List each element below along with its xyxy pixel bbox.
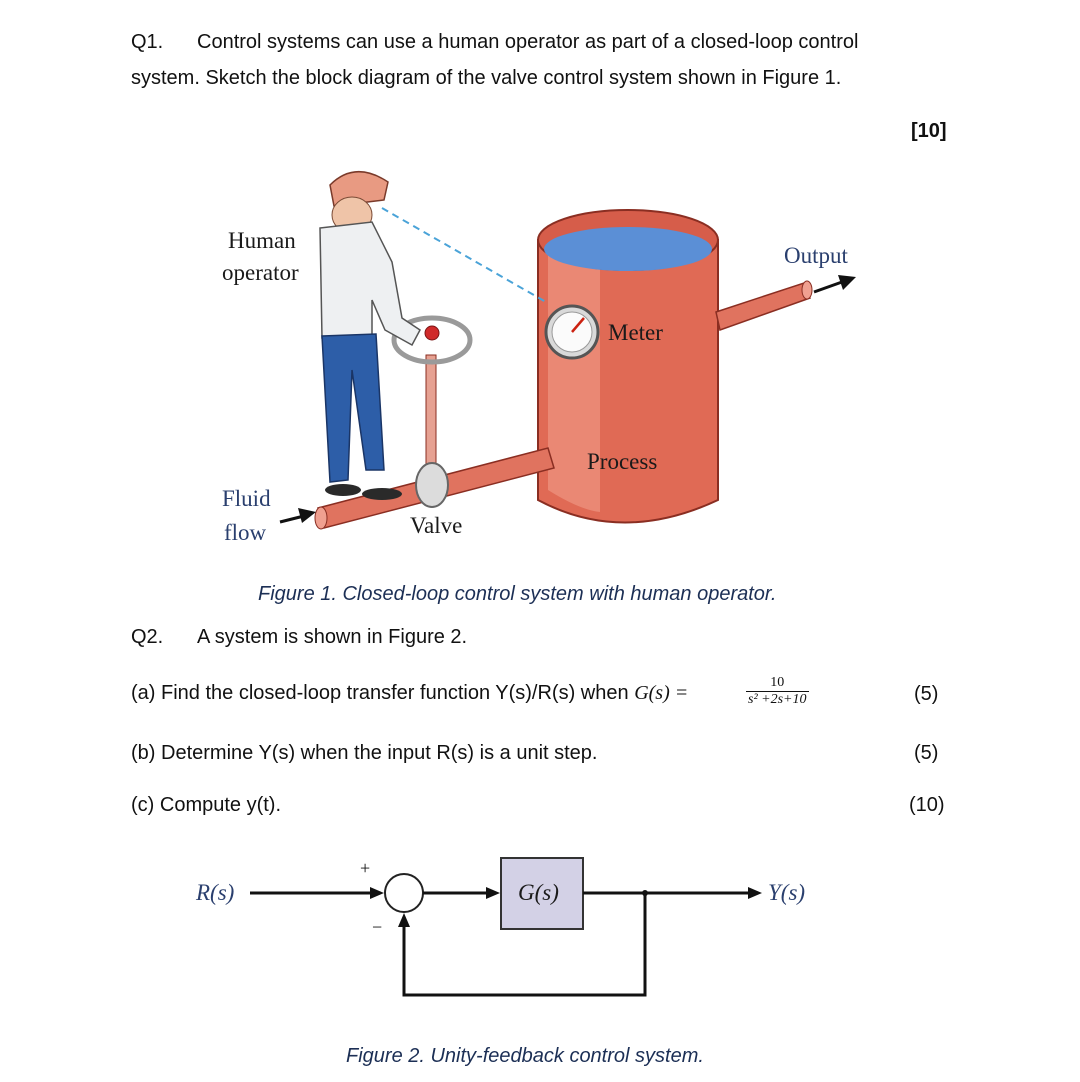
feedback-path — [402, 893, 647, 997]
q1-line1: Control systems can use a human operator… — [197, 31, 859, 53]
minus-sign: − — [372, 917, 383, 937]
label-operator: operator — [222, 260, 299, 285]
q2-part-c: (c) Compute y(t). — [131, 794, 282, 816]
output-arrowhead — [748, 887, 762, 899]
q2-part-b: (b) Determine Y(s) when the input R(s) i… — [131, 742, 598, 764]
q2-part-a: (a) Find the closed-loop transfer functi… — [131, 683, 688, 703]
fraction-denominator: s² +2s+10 — [748, 692, 807, 707]
valve — [391, 315, 473, 508]
figure2-caption: Figure 2. Unity-feedback control system. — [346, 1045, 704, 1067]
output-label: Y(s) — [768, 880, 806, 905]
label-meter: Meter — [608, 320, 663, 345]
input-arrowhead — [370, 887, 384, 899]
block-label: G(s) — [518, 880, 559, 905]
q1-line2: system. Sketch the block diagram of the … — [131, 67, 842, 89]
human-operator — [319, 170, 547, 500]
q1-number: Q1. — [131, 31, 164, 53]
q2-part-c-marks: (10) — [909, 794, 945, 816]
q2-part-a-marks: (5) — [914, 683, 939, 705]
q1-marks: [10] — [911, 120, 947, 142]
feedback-arrowhead — [398, 913, 410, 927]
label-output: Output — [784, 243, 848, 268]
output-pipe — [715, 275, 856, 331]
q2-part-a-text: (a) Find the closed-loop transfer functi… — [131, 682, 635, 704]
forward-arrowhead — [486, 887, 500, 899]
q2-number: Q2. — [131, 626, 164, 648]
plus-sign: + — [360, 858, 371, 878]
summing-junction — [384, 873, 424, 913]
flow-arrow — [298, 508, 316, 523]
label-valve: Valve — [410, 513, 463, 538]
q2-intro: A system is shown in Figure 2. — [197, 626, 468, 648]
transfer-function-fraction: 10 s² +2s+10 — [746, 675, 809, 708]
output-arrow — [838, 275, 856, 290]
input-label: R(s) — [196, 880, 235, 905]
water-surface — [544, 227, 712, 271]
label-flow: flow — [224, 520, 267, 545]
q2-part-b-marks: (5) — [914, 742, 939, 764]
label-fluid: Fluid — [222, 486, 271, 511]
figure1-caption: Figure 1. Closed-loop control system wit… — [258, 583, 777, 605]
meter-gauge — [544, 304, 600, 360]
sight-line — [381, 207, 547, 303]
label-process: Process — [587, 449, 658, 474]
label-human: Human — [228, 228, 296, 253]
q2-part-a-gs: G(s) = — [634, 682, 689, 704]
gs-block — [500, 857, 584, 930]
fraction-numerator: 10 — [746, 675, 809, 692]
